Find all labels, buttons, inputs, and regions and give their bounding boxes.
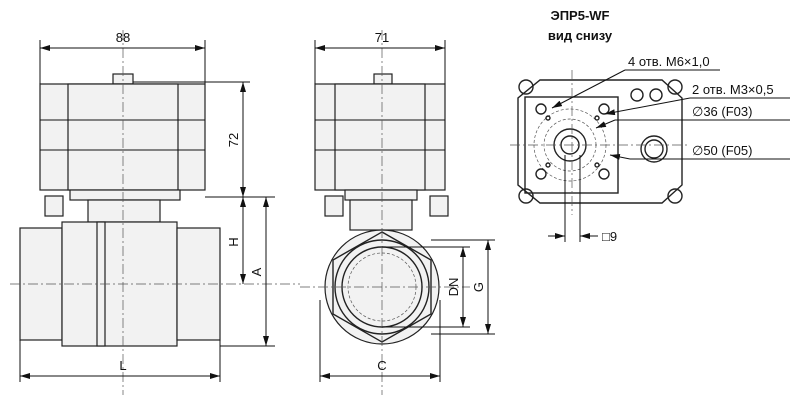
view-subtitle: вид снизу bbox=[548, 28, 613, 43]
dim-c: C bbox=[377, 358, 386, 373]
connector-right bbox=[429, 195, 449, 217]
dim-square-9: □9 bbox=[602, 229, 617, 244]
dim-l: L bbox=[119, 358, 126, 373]
actuator-base bbox=[517, 79, 683, 204]
dim-88: 88 bbox=[116, 30, 130, 45]
view-title: ЭПР5-WF bbox=[550, 8, 609, 23]
dim-a: A bbox=[249, 267, 264, 276]
dim-g: G bbox=[471, 282, 486, 292]
dim-h: H bbox=[226, 237, 241, 246]
bottom-view: ЭПР5-WF вид снизу □9 4 отв. M6×1,0 2 отв… bbox=[510, 8, 790, 244]
callout-m6: 4 отв. M6×1,0 bbox=[628, 54, 710, 69]
callout-f03: ∅36 (F03) bbox=[692, 104, 752, 119]
callout-m3: 2 отв. M3×0,5 bbox=[692, 82, 774, 97]
dim-72: 72 bbox=[226, 133, 241, 147]
front-view: 88 72 H A L bbox=[10, 30, 449, 395]
callout-f05: ∅50 (F05) bbox=[692, 143, 752, 158]
side-view: 71 DN G C bbox=[300, 30, 495, 395]
dim-71: 71 bbox=[375, 30, 389, 45]
dim-dn: DN bbox=[446, 278, 461, 297]
connector-left bbox=[44, 195, 64, 217]
